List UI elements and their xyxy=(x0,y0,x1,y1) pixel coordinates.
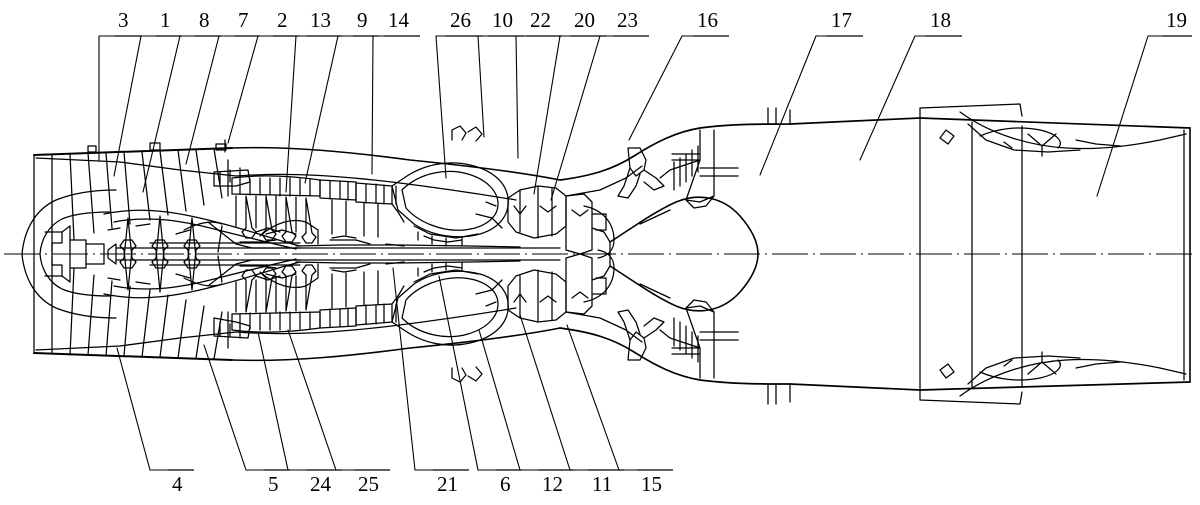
callout-label-8: 8 xyxy=(199,8,210,32)
afterburner-casing-group xyxy=(767,103,1191,405)
callout-leader-2 xyxy=(227,35,282,144)
lp-compressor-blades xyxy=(119,215,223,293)
callout-label-21: 21 xyxy=(437,472,458,496)
core-detail-group xyxy=(107,201,589,307)
callout-label-24: 24 xyxy=(310,472,331,496)
callout-leader-11 xyxy=(519,314,589,471)
callout-label-14: 14 xyxy=(388,8,409,32)
callout-label-4: 4 xyxy=(172,472,183,496)
callout-label-7: 7 xyxy=(238,8,249,32)
callout-label-13: 13 xyxy=(310,8,331,32)
callout-leader-9 xyxy=(304,35,362,184)
callout-label-2: 2 xyxy=(277,8,288,32)
accessory-gearbox-group xyxy=(213,159,251,349)
internal-structure-group xyxy=(183,219,405,289)
callout-label-6: 6 xyxy=(500,472,511,496)
diffuser-group xyxy=(391,185,405,323)
callout-leader-24 xyxy=(257,331,307,471)
callout-leader-19 xyxy=(1096,35,1171,197)
callout-label-22: 22 xyxy=(530,8,551,32)
callout-leader-14 xyxy=(371,35,396,175)
callout-label-15: 15 xyxy=(641,472,662,496)
callout-leader-7 xyxy=(185,35,243,165)
callout-label-16: 16 xyxy=(697,8,718,32)
callout-leader-6 xyxy=(438,275,497,471)
callout-label-18: 18 xyxy=(930,8,951,32)
callout-label-12: 12 xyxy=(542,472,563,496)
callout-leader-25 xyxy=(287,329,355,471)
callout-label-10: 10 xyxy=(492,8,513,32)
exhaust-cone-group xyxy=(609,196,759,312)
callout-leader-4 xyxy=(116,347,169,471)
callout-label-20: 20 xyxy=(574,8,595,32)
callout-leader-17 xyxy=(759,35,839,176)
callout-label-11: 11 xyxy=(592,472,613,496)
callout-label-9: 9 xyxy=(357,8,368,32)
callout-label-17: 17 xyxy=(831,8,852,32)
callout-leader-23 xyxy=(550,35,625,201)
nozzle-actuator-group xyxy=(939,111,1187,397)
callout-leader-1 xyxy=(113,35,165,177)
callout-label-26: 26 xyxy=(450,8,471,32)
callout-leader-3 xyxy=(98,35,123,161)
callout-leader-18 xyxy=(859,35,938,161)
callout-label-5: 5 xyxy=(268,472,279,496)
callout-leader-16 xyxy=(628,35,705,141)
callout-leader-21 xyxy=(392,267,434,471)
callout-label-3: 3 xyxy=(118,8,129,32)
rotor-shaft-group xyxy=(107,242,561,266)
callout-leader-10 xyxy=(477,35,500,138)
hp-compressor-stages-lower xyxy=(231,264,393,333)
callout-leader-15 xyxy=(566,324,638,471)
callout-leader-12 xyxy=(478,329,539,471)
callout-leader-20 xyxy=(533,35,582,195)
callout-leader-22 xyxy=(515,35,538,159)
bypass-duct-group xyxy=(231,146,561,362)
callout-label-23: 23 xyxy=(617,8,638,32)
callout-label-1: 1 xyxy=(160,8,171,32)
callout-leader-5 xyxy=(203,344,265,471)
callout-label-19: 19 xyxy=(1166,8,1187,32)
callout-label-25: 25 xyxy=(358,472,379,496)
callout-leader-13 xyxy=(285,35,318,193)
callout-leader-8 xyxy=(142,35,204,193)
callout-leader-26 xyxy=(435,35,458,179)
afterburner-transition-group xyxy=(559,117,921,391)
